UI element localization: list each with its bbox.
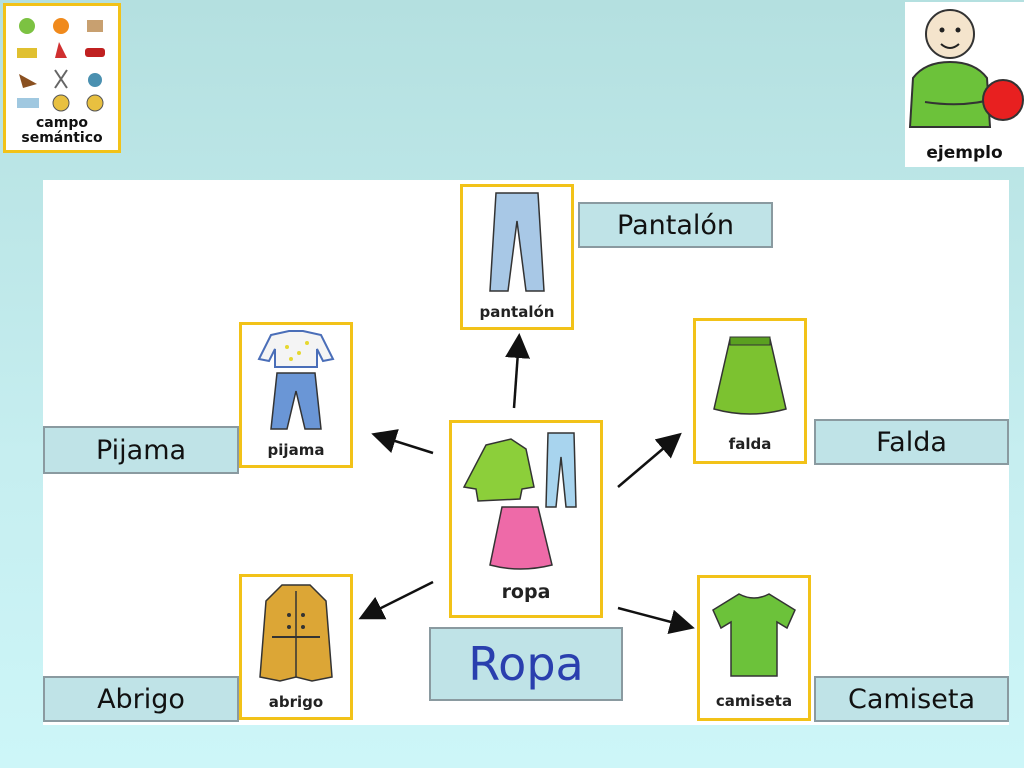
example-label: ejemplo bbox=[926, 143, 1003, 163]
card-abrigo: abrigo bbox=[239, 574, 353, 720]
word-camiseta: Camiseta bbox=[847, 683, 975, 715]
example-card: ejemplo bbox=[905, 2, 1024, 167]
semantic-field-label-1: campo bbox=[36, 115, 88, 131]
center-title-box: Ropa bbox=[429, 627, 623, 701]
semantic-field-label-2: semántico bbox=[21, 130, 103, 146]
arrow-to-abrigo bbox=[358, 580, 434, 620]
word-box-camiseta: Camiseta bbox=[814, 676, 1009, 722]
pajamas-icon bbox=[257, 330, 335, 430]
card-pantalon: pantalón bbox=[460, 184, 574, 330]
person-with-ball-icon bbox=[908, 9, 1024, 128]
card-falda: falda bbox=[693, 318, 807, 464]
center-card-ropa: ropa bbox=[449, 420, 603, 618]
trousers-icon bbox=[489, 192, 545, 292]
word-pijama: Pijama bbox=[95, 434, 187, 466]
semantic-grid-icon bbox=[17, 18, 105, 112]
card-pijama-label: pijama bbox=[267, 441, 325, 459]
center-title: Ropa bbox=[468, 637, 584, 691]
semantic-field-card: campo semántico bbox=[3, 3, 121, 153]
card-pantalon-label: pantalón bbox=[479, 303, 555, 321]
card-camiseta-label: camiseta bbox=[715, 692, 793, 710]
word-box-abrigo: Abrigo bbox=[43, 676, 239, 722]
card-abrigo-label: abrigo bbox=[268, 693, 324, 711]
coat-icon bbox=[259, 584, 333, 682]
word-pantalon: Pantalón bbox=[617, 209, 734, 241]
arrow-to-pantalon bbox=[505, 333, 531, 409]
arrow-to-falda bbox=[617, 432, 682, 488]
word-box-falda: Falda bbox=[814, 419, 1009, 465]
arrow-to-pijama bbox=[371, 429, 434, 455]
tshirt-icon bbox=[712, 593, 796, 677]
connector-arrows bbox=[358, 333, 695, 634]
card-falda-label: falda bbox=[728, 435, 772, 453]
mind-map-canvas: ropa Ropa pantalón Pantalón pijama Pijam… bbox=[43, 180, 1009, 725]
card-pijama: pijama bbox=[239, 322, 353, 468]
card-camiseta: camiseta bbox=[697, 575, 811, 721]
center-card-label: ropa bbox=[501, 581, 551, 603]
word-abrigo: Abrigo bbox=[97, 683, 185, 715]
word-box-pantalon: Pantalón bbox=[578, 202, 773, 248]
clothes-icon bbox=[462, 432, 577, 570]
skirt-icon bbox=[713, 336, 787, 415]
arrow-to-camiseta bbox=[617, 606, 695, 634]
word-falda: Falda bbox=[876, 426, 947, 458]
word-box-pijama: Pijama bbox=[43, 426, 239, 474]
